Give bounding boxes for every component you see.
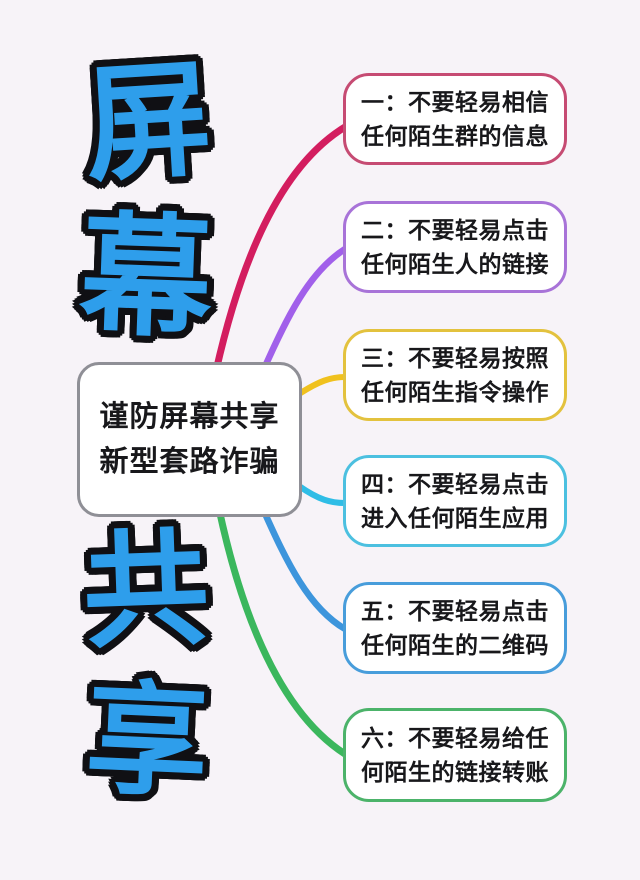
curve-branch-2: [259, 245, 349, 375]
branch-5-line-1: 五：不要轻易点击: [361, 598, 549, 624]
branch-3-line-1: 三：不要轻易按照: [361, 345, 549, 371]
branch-2-line-1: 二：不要轻易点击: [361, 217, 549, 243]
branch-5-line-2: 任何陌生的二维码: [361, 632, 549, 658]
curve-branch-6: [215, 505, 349, 758]
vertical-title-char-2: 幕: [77, 201, 215, 354]
branch-1-line-2: 任何陌生群的信息: [361, 123, 549, 149]
branch-bubble-3: 三：不要轻易按照 任何陌生指令操作: [343, 329, 567, 421]
branch-2-line-2: 任何陌生人的链接: [361, 251, 549, 277]
curve-branch-3: [296, 374, 348, 397]
vertical-title-char-1: 屏: [80, 48, 216, 197]
vertical-title-char-4: 享: [83, 670, 211, 812]
curve-branch-5: [259, 505, 349, 633]
branch-6-line-1: 六：不要轻易给任: [361, 725, 549, 751]
center-node-line-1: 谨防屏幕共享: [99, 400, 280, 433]
center-node: 谨防屏幕共享 新型套路诈骗: [77, 362, 302, 517]
vertical-title-char-3: 共: [80, 517, 212, 664]
branch-bubble-2: 二：不要轻易点击 任何陌生人的链接: [343, 201, 567, 293]
branch-bubble-1: 一：不要轻易相信 任何陌生群的信息: [343, 73, 567, 165]
center-node-line-2: 新型套路诈骗: [99, 445, 280, 478]
branch-1-line-1: 一：不要轻易相信: [361, 89, 549, 115]
branch-bubble-6: 六：不要轻易给任 何陌生的链接转账: [343, 708, 567, 802]
branch-6-line-2: 何陌生的链接转账: [361, 759, 549, 785]
branch-bubble-4: 四：不要轻易点击 进入任何陌生应用: [343, 455, 567, 547]
curve-branch-4: [296, 483, 348, 506]
branch-4-line-1: 四：不要轻易点击: [361, 471, 549, 497]
branch-3-line-2: 任何陌生指令操作: [361, 379, 549, 405]
branch-4-line-2: 进入任何陌生应用: [361, 505, 549, 531]
branch-bubble-5: 五：不要轻易点击 任何陌生的二维码: [343, 582, 567, 674]
curve-branch-1: [212, 123, 349, 375]
